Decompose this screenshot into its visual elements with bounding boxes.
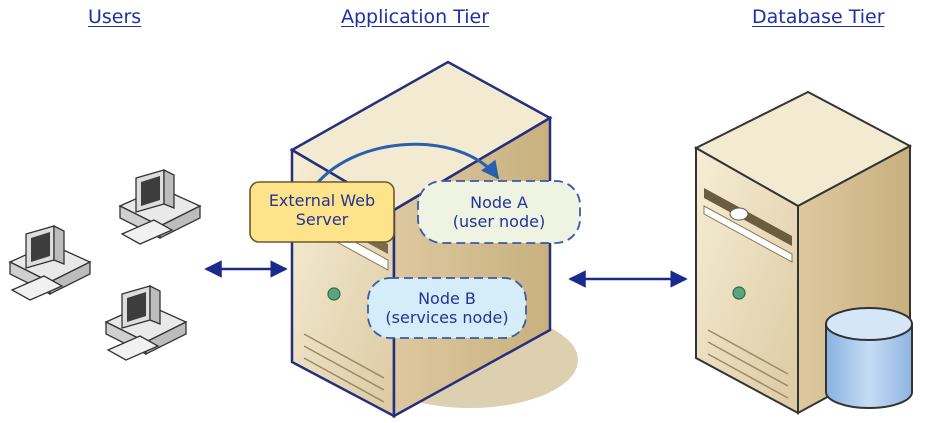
external-web-server-label: External Web Server	[268, 191, 376, 229]
application-tier-title: Application Tier	[341, 6, 490, 28]
database-cylinder-icon	[825, 307, 913, 409]
database-tier-title: Database Tier	[752, 6, 885, 28]
user-computer-icon	[118, 168, 202, 245]
database-server-icon	[693, 90, 913, 415]
user-computer-icon	[8, 224, 92, 301]
users-tier-title: Users	[88, 6, 142, 28]
node-b-label: Node B (services node)	[385, 289, 509, 327]
node-b-box	[367, 277, 527, 339]
curved-flow-arrow	[310, 142, 500, 191]
user-computer-icon	[104, 284, 188, 361]
node-a-box	[417, 180, 581, 244]
external-web-server-box	[249, 181, 395, 243]
node-a-label: Node A (user node)	[452, 193, 546, 231]
